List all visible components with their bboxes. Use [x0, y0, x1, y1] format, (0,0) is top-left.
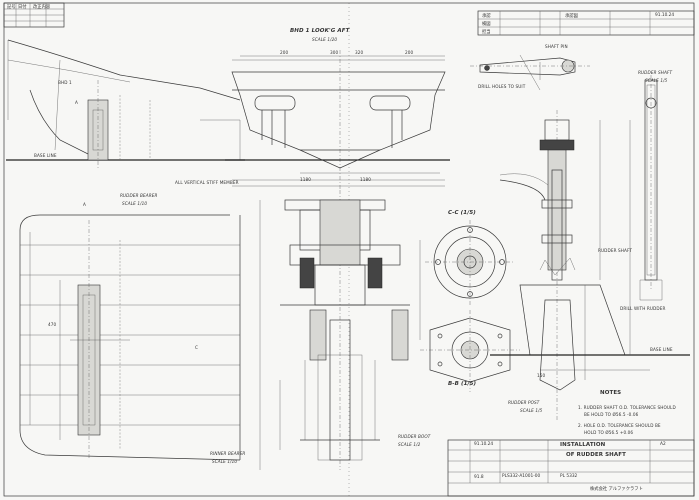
annotation-text: DRILL HOLES TO SUIT	[478, 84, 526, 89]
note-item: BE HOLD TO Ø56.5 -0.06	[584, 412, 639, 417]
title-block-date: 91.10.24	[474, 442, 494, 447]
dimension-value: 1180	[300, 177, 312, 182]
section-cc-label: C-C (1/5)	[448, 210, 476, 216]
annotation-text: RUDDER SHAFT	[598, 248, 633, 253]
revision-table-col: 改正内容	[33, 5, 51, 10]
revision-table-grid	[3, 2, 65, 28]
dimension-value: 200	[280, 50, 289, 55]
flange-plan-view	[425, 220, 515, 305]
note-item: 1. RUDDER SHAFT O.D. TOLERANCE SHOULD	[578, 405, 676, 410]
rudder-bearing-plan-view	[19, 214, 241, 461]
dimension-value: 300	[330, 50, 339, 55]
approval-label: 担当	[482, 30, 491, 35]
rudder-boot-view-title: RUDDER BOOT	[398, 434, 431, 439]
rinner-bearer-view-scale: SCALE 1/10	[212, 459, 238, 464]
tiller-view	[470, 54, 590, 91]
rudder-post-view-scale: SCALE 1/5	[520, 408, 543, 413]
note-item: HOLD TO Ø56.5 +0.06	[584, 430, 634, 435]
hull-profile-view	[6, 39, 245, 168]
approval-title: 承認図	[565, 14, 578, 19]
rudder-shaft-view-scale: SCALE 1/5	[645, 78, 668, 83]
rudder-post-view-title: RUDDER POST	[508, 400, 540, 405]
dimension-value: 200	[405, 50, 414, 55]
point-a-label: A	[75, 100, 78, 105]
rudder-shaft-view-title: RUDDER SHAFT	[638, 70, 673, 75]
rudder-boot-view-scale: SCALE 1/2	[398, 442, 421, 447]
dimension-value: 320	[355, 50, 364, 55]
rudder-bearing-view-title: RUDDER BEARER	[120, 193, 158, 198]
note-item: 2. HOLE O.D. TOLERANCE SHOULD BE	[578, 423, 661, 428]
approval-label: 検図	[482, 22, 491, 27]
approval-label: 承認	[482, 14, 491, 19]
title-block-date: 91.8	[474, 475, 484, 480]
revision-table-header: 記号	[7, 5, 16, 10]
annotation-text: SHAFT PIN	[545, 44, 568, 49]
rudder-shaft-elevation	[490, 110, 690, 420]
rinner-bearer-view-title: RINNER BEARER	[210, 451, 246, 456]
approval-table-grid	[477, 10, 695, 36]
company-name: 株式会社 アルファクラフト	[590, 487, 643, 492]
drawing-number: PLS332-A1001-00	[502, 474, 541, 479]
dimension-value: 150	[537, 373, 546, 378]
bhd-section-view	[225, 50, 450, 190]
dimension-value: 470	[48, 322, 57, 327]
rudder-shaft-detail	[639, 75, 663, 301]
base-line-label: BASE LINE	[34, 153, 57, 158]
section-bb-label: B-B (1/5)	[448, 381, 477, 387]
bhd-view-scale: SCALE 1/20	[312, 37, 338, 42]
revision-table-col: 日付	[18, 5, 27, 10]
point-a-label: A	[83, 202, 86, 207]
approval-date: 91.10.24	[655, 13, 675, 18]
bearing-plate-view	[420, 310, 520, 392]
notes-heading: NOTES	[600, 390, 622, 396]
drawing-title: OF RUDDER SHAFT	[566, 452, 626, 458]
sheet-size: A2	[660, 442, 666, 447]
base-line-label: BASE LINE	[650, 347, 673, 352]
annotation-text: ALL VERTICAL STIFF MEMBER	[175, 180, 239, 185]
annotation-text: DRILL WITH RUDDER	[620, 306, 666, 311]
rudder-bearing-view-scale: SCALE 1/10	[122, 201, 148, 206]
rudder-bearing-section-view	[259, 190, 421, 470]
rudder-blade-view	[539, 299, 576, 391]
point-c-label: C	[195, 345, 199, 350]
drawing-code: PL 5332	[560, 474, 578, 479]
bhd-view-title: BHD 1 LOOK'G AFT	[290, 28, 350, 34]
drawing-title: INSTALLATION	[560, 442, 606, 448]
bhd-label: BHD 1	[58, 80, 72, 85]
title-block-grid	[447, 439, 695, 497]
dimension-value: 1180	[360, 177, 372, 182]
dimension-lines	[240, 55, 650, 450]
